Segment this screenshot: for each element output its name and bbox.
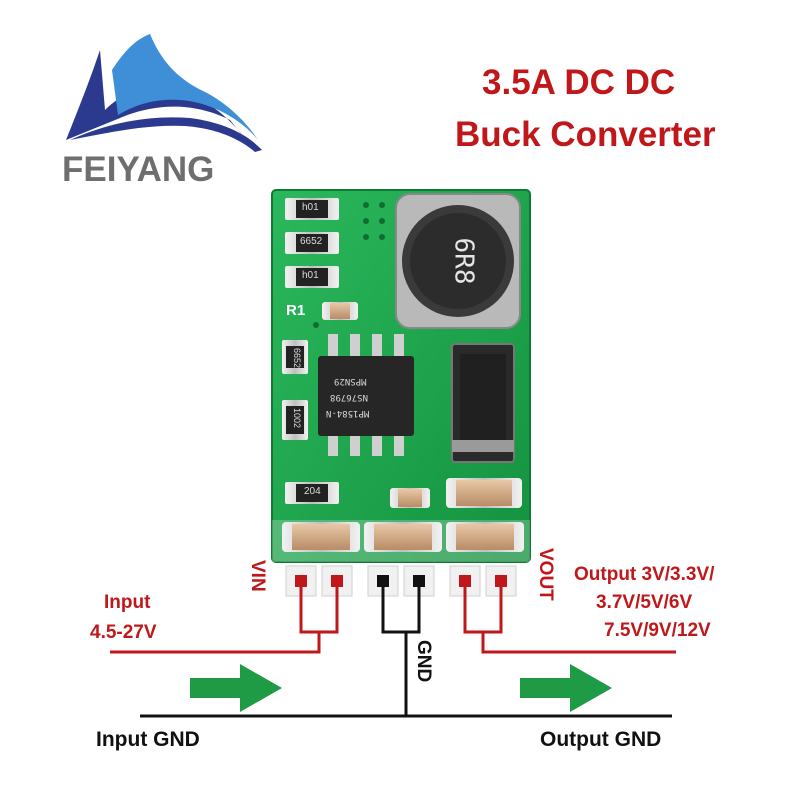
resistor-2: 6652	[300, 236, 323, 247]
product-title-line2: Buck Converter	[455, 115, 716, 154]
input-range: 4.5-27V	[90, 622, 157, 643]
vin-label: VIN	[247, 560, 268, 592]
resistor-6: 204	[304, 486, 321, 497]
silk-r1: R1	[286, 302, 306, 319]
resistor-1: h01	[302, 202, 319, 213]
resistor-5: 1002	[292, 408, 302, 429]
output-gnd-label: Output GND	[540, 728, 662, 751]
input-label: Input	[104, 592, 151, 613]
chip-marking-1: MP1584-N	[326, 408, 370, 418]
resistor-3: h01	[302, 270, 319, 281]
brand-name: FEIYANG	[62, 150, 215, 189]
output-voltages-line2: 3.7V/5V/6V	[596, 592, 693, 613]
inductor-marking: 6R8	[448, 237, 479, 285]
chip-marking-3: MPSN29	[334, 376, 367, 386]
product-title-line1: 3.5A DC DC	[482, 63, 676, 102]
gnd-label: GND	[413, 640, 434, 683]
vout-label: VOUT	[535, 548, 556, 601]
resistor-4: 6652	[292, 348, 302, 369]
output-voltages-line1: Output 3V/3.3V/	[574, 564, 715, 585]
chip-marking-2: NS76798	[330, 392, 368, 402]
input-gnd-label: Input GND	[96, 728, 200, 751]
output-voltages-line3: 7.5V/9V/12V	[604, 620, 711, 641]
